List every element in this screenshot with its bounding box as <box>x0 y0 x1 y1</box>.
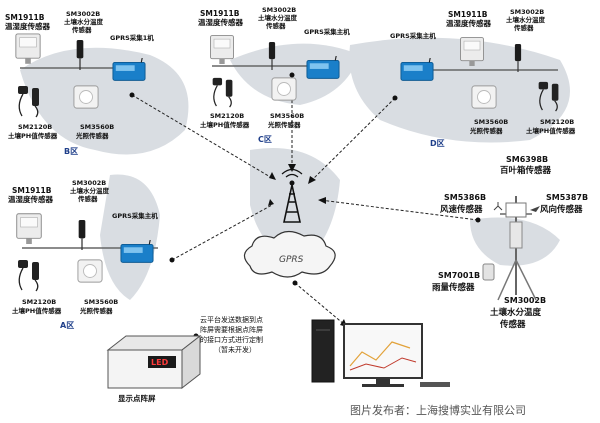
note-line-1: 云平台发送数据到点 <box>200 315 263 324</box>
zone-b-s4-name: 光照传感器 <box>75 131 109 140</box>
ws-wind-dir-name: 风向传感器 <box>540 204 583 215</box>
zone-b-s2-code: SM3002B <box>66 10 100 18</box>
zone-d-s2-name-line2: 传感器 <box>513 23 534 32</box>
zone-d-s2-code: SM3002B <box>510 8 544 16</box>
keyboard-icon <box>420 382 450 387</box>
ws-leaf-name: 百叶箱传感器 <box>500 165 552 176</box>
zone-a-s4-name: 光照传感器 <box>79 306 113 315</box>
soil-moisture-probe-icon <box>78 220 86 250</box>
zone-c-s4-code: SM3560B <box>270 112 304 120</box>
zone-b: SM1911B 温湿度传感器 SM3002B 土壤水分温度 传感器 GPRS采集… <box>5 10 154 156</box>
ws-rain-name: 雨量传感器 <box>432 282 475 293</box>
gprs-cloud: GPRS <box>243 230 336 278</box>
zone-d-s4-code: SM3560B <box>474 118 508 126</box>
zone-b-collector-label: GPRS采集1机 <box>110 33 154 42</box>
zone-b-label: B区 <box>64 147 78 156</box>
monitor-icon <box>343 323 423 379</box>
zone-b-s2-name-line1: 土壤水分温度 <box>64 17 104 26</box>
zone-a-s3-code: SM2120B <box>22 298 56 306</box>
zone-a-label: A区 <box>60 321 74 330</box>
cloud-icon <box>243 230 336 278</box>
control-box-icon <box>509 221 523 249</box>
light-sensor-icon <box>73 85 99 109</box>
zone-d-s1-code: SM1911B <box>448 10 488 19</box>
ws-leaf-code: SM6398B <box>506 155 548 164</box>
ws-wind-dir-code: SM5387B <box>546 193 588 202</box>
zone-b-s4-code: SM3560B <box>80 123 114 131</box>
gprs-tower <box>281 168 303 223</box>
zone-c-s2-name-line2: 传感器 <box>265 21 286 30</box>
zone-d-s1-name: 温湿度传感器 <box>446 18 491 28</box>
zone-c-s2-name-line1: 土壤水分温度 <box>258 13 298 22</box>
light-sensor-icon <box>77 259 103 283</box>
cloud-platform: 云平台发送数据到点 阵屏需要根据点阵屏 的接口方式进行定制 （暂未开发） <box>200 315 450 387</box>
zone-c-s1-code: SM1911B <box>200 9 240 18</box>
anemometer-icon <box>493 202 503 211</box>
led-sign-text: LED <box>151 358 169 367</box>
weather-station: SM6398B 百叶箱传感器 SM5386B 风速传感器 SM5387B 风向传… <box>432 155 588 330</box>
zone-b-s3-name: 土壤PH值传感器 <box>8 131 58 140</box>
led-screen <box>148 356 176 368</box>
cell-tower-icon <box>283 184 301 223</box>
zone-c-collector-label: GPRS采集主机 <box>304 27 350 36</box>
zone-d-collector-label: GPRS采集主机 <box>390 31 436 40</box>
zone-d-s4-name: 光照传感器 <box>469 126 503 135</box>
led-display: LED 显示点阵屏 <box>106 334 202 403</box>
zone-a-s4-code: SM3560B <box>84 298 118 306</box>
ws-rain-code: SM7001B <box>438 271 480 280</box>
louver-box-icon <box>505 202 527 218</box>
zone-c-label: C区 <box>258 135 272 144</box>
ws-soil-name-line2: 传感器 <box>499 319 526 330</box>
zone-a-s2-name-line2: 传感器 <box>77 194 98 203</box>
zone-d-label: D区 <box>430 139 445 148</box>
note-line-4: （暂未开发） <box>214 345 256 354</box>
zone-a-s2-name-line1: 土壤水分温度 <box>70 186 110 195</box>
light-sensor-icon <box>271 77 297 101</box>
soil-ph-probe-icon <box>17 259 40 292</box>
gprs-cloud-label: GPRS <box>279 255 304 265</box>
zone-c-s3-name: 土壤PH值传感器 <box>200 120 250 129</box>
zone-c-s4-name: 光照传感器 <box>267 120 301 129</box>
ws-soil-code: SM3002B <box>504 296 546 305</box>
zone-b-s1-code: SM1911B <box>5 13 45 22</box>
pc-tower-icon <box>311 319 335 383</box>
zone-c-s2-code: SM3002B <box>262 6 296 14</box>
publisher-footer: 图片发布者：上海搜博实业有限公司 <box>350 403 526 417</box>
zone-a-s2-code: SM3002B <box>72 179 106 187</box>
zone-d-s3-code: SM2120B <box>540 118 574 126</box>
note-line-2: 阵屏需要根据点阵屏 <box>200 325 263 334</box>
zone-d-s3-name: 土壤PH值传感器 <box>526 126 576 135</box>
soil-ph-probe-icon <box>211 77 234 108</box>
signal-waves-icon <box>281 168 303 178</box>
zone-a: SM1911B 温湿度传感器 SM3002B 土壤水分温度 传感器 GPRS采集… <box>8 179 158 330</box>
temp-humidity-sensor-icon <box>16 213 42 244</box>
zone-c-s3-code: SM2120B <box>210 112 244 120</box>
zone-a-s1-code: SM1911B <box>12 186 52 195</box>
note-line-3: 的接口方式进行定制 <box>200 335 263 344</box>
temp-humidity-sensor-icon <box>209 35 235 64</box>
zone-c-s1-name: 温湿度传感器 <box>198 17 243 27</box>
ws-wind-speed-name: 风速传感器 <box>440 204 483 215</box>
led-caption: 显示点阵屏 <box>118 393 156 403</box>
temp-humidity-sensor-icon <box>15 33 41 64</box>
ws-soil-name-line1: 土壤水分温度 <box>490 307 542 318</box>
zone-a-s3-name: 土壤PH值传感器 <box>12 306 62 315</box>
zone-d: GPRS采集主机 SM1911B 温湿度传感器 SM3002B 土壤水分温度 传… <box>390 8 576 148</box>
zone-a-s1-name: 温湿度传感器 <box>8 194 53 204</box>
zone-b-s2-name-line2: 传感器 <box>71 25 92 34</box>
zone-a-collector-label: GPRS采集主机 <box>112 211 158 220</box>
rain-gauge-icon <box>482 263 495 281</box>
zone-d-s2-name-line1: 土壤水分温度 <box>506 15 546 24</box>
zone-c: SM1911B 温湿度传感器 SM3002B 土壤水分温度 传感器 GPRS采集… <box>198 6 350 144</box>
wind-vane-icon <box>530 206 540 212</box>
light-sensor-icon <box>471 85 497 109</box>
ws-wind-speed-code: SM5386B <box>444 193 486 202</box>
zone-b-s1-name: 温湿度传感器 <box>5 21 50 31</box>
zone-b-s3-code: SM2120B <box>18 123 52 131</box>
